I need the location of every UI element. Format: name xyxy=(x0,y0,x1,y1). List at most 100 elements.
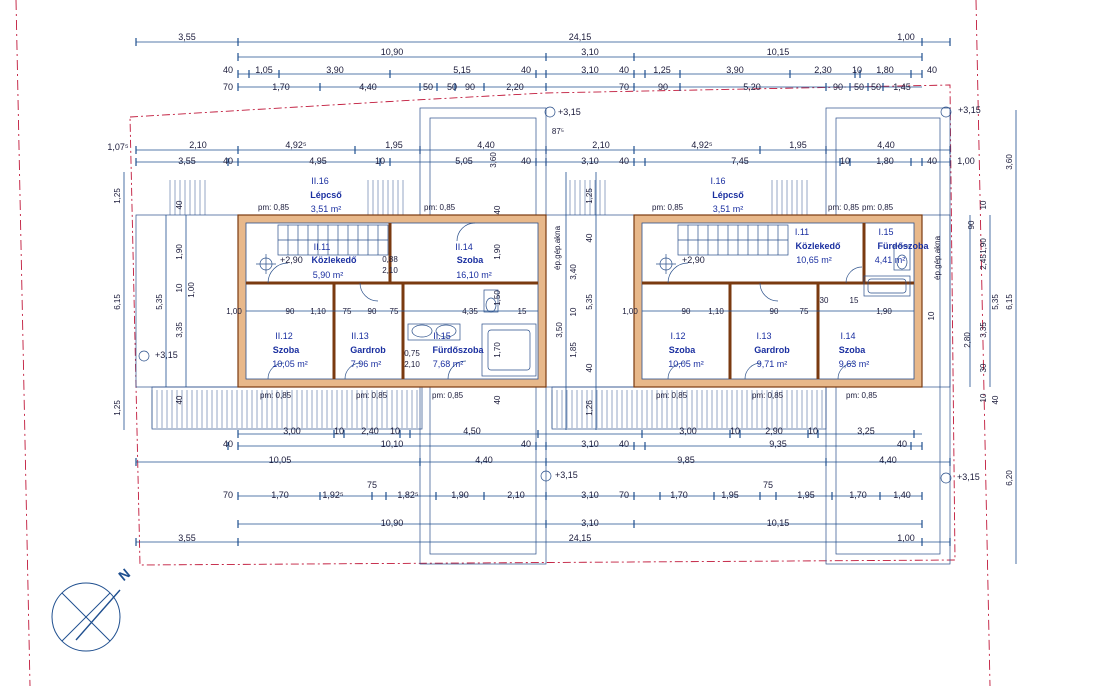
room-num: I.16 xyxy=(710,176,725,186)
dim-vl: 1,00 xyxy=(187,282,196,298)
dim-inner-r: 1,00 xyxy=(622,307,638,316)
dim-r4-7: 70 xyxy=(619,82,629,92)
dim-vm: 3,50 xyxy=(555,322,564,338)
dim-vm: 1,25 xyxy=(585,188,594,204)
pm-label: pm: 0,85 xyxy=(652,203,684,212)
dim-r6-4: 5,05 xyxy=(455,156,473,166)
dim-r3-2: 3,90 xyxy=(326,65,344,75)
dim-r3-8: 3,90 xyxy=(726,65,744,75)
dim-r6-10: 1,80 xyxy=(876,156,894,166)
right-bath-fixtures xyxy=(863,245,911,297)
dim-vm: 1,70 xyxy=(493,342,502,358)
dim-r6-8: 7,45 xyxy=(731,156,749,166)
right-unit xyxy=(633,214,923,388)
room-name: Szoba xyxy=(669,345,696,355)
dim-vl: 40 xyxy=(175,395,184,404)
dim-vl: 40 xyxy=(175,200,184,209)
dim-r1-2: 1,00 xyxy=(897,32,915,42)
room-area: 7,96 m² xyxy=(351,359,382,369)
dim-vm: 1,26 xyxy=(585,400,594,416)
dim-inner-r: 90 xyxy=(770,307,779,316)
dim-b1-6: 10 xyxy=(730,426,740,436)
dim-vl: 10 xyxy=(175,283,184,292)
room-area: 7,68 m² xyxy=(433,359,464,369)
room-labels-left: II.16 Lépcső 3,51 m² II.11 Közlekedő 5,9… xyxy=(272,176,492,369)
pm-label: pm: 0,85 xyxy=(752,391,784,400)
dim-vm: 40 xyxy=(493,205,502,214)
room-num: II.12 xyxy=(275,331,293,341)
dim-vm: 40 xyxy=(585,233,594,242)
room-name: Szoba xyxy=(457,255,484,265)
level-bottom-mid: +3,15 xyxy=(555,470,578,480)
room-area: 10,05 m² xyxy=(668,359,704,369)
pm-label: pm: 0,85 xyxy=(424,203,456,212)
dim-vl: 1,25 xyxy=(113,188,122,204)
dim-b4-7: 3,10 xyxy=(581,490,599,500)
dim-b1-9: 3,25 xyxy=(857,426,875,436)
room-area: 10,05 m² xyxy=(272,359,308,369)
room-num: I.11 xyxy=(795,227,809,237)
dim-r5-1: 2,10 xyxy=(189,140,207,150)
dim-vr: 3,35 xyxy=(979,322,988,338)
dim-r6-9: 10 xyxy=(840,156,850,166)
dim-b3-1: 4,40 xyxy=(475,455,493,465)
dim-r6-11: 40 xyxy=(927,156,937,166)
dim-r5-2: 4,92⁵ xyxy=(285,140,307,150)
dim-inner-l: 90 xyxy=(368,307,377,316)
room-labels-right: I.16 Lépcső 3,51 m² I.11 Közlekedő 10,65… xyxy=(668,176,929,369)
dim-vm: 5,35 xyxy=(585,294,594,310)
dim-b2-5: 9,35 xyxy=(769,439,787,449)
dim-inner-r: 30 xyxy=(820,296,829,305)
room-area: 4,41 m² xyxy=(875,255,906,265)
dim-r4-13: 1,45 xyxy=(893,82,911,92)
property-line-right xyxy=(975,0,991,686)
dim-vr: 40 xyxy=(991,395,1000,404)
dim-inner-r: 1,90 xyxy=(876,307,892,316)
room-num: II.13 xyxy=(351,331,369,341)
level-floor-left: +2,90 xyxy=(280,255,303,265)
room-name: Fürdőszoba xyxy=(878,241,930,251)
dim-b1-8: 10 xyxy=(808,426,818,436)
dim-r3-10: 10 xyxy=(852,65,862,75)
dim-vl: 1,90 xyxy=(175,244,184,260)
dim-vm: 1,50 xyxy=(493,290,502,306)
dim-b4-8: 70 xyxy=(619,490,629,500)
room-area: 9,71 m² xyxy=(757,359,788,369)
pm-label: pm: 0,85 xyxy=(656,391,688,400)
dim-b1-7: 2,90 xyxy=(765,426,783,436)
dim-r6-5: 40 xyxy=(521,156,531,166)
pm-label: pm: 0,85 xyxy=(432,391,464,400)
dim-b4-4: 1,82⁵ xyxy=(397,490,419,500)
dim-b4-2: 1,92⁵ xyxy=(322,490,344,500)
dim-small: 0,75 xyxy=(404,349,420,358)
dim-inner-r: 1,10 xyxy=(708,307,724,316)
vertical-dims-mid: 1,25 40 3,40 5,35 3,50 1,85 10 40 1,26 4… xyxy=(493,172,597,430)
dim-r6-7: 40 xyxy=(619,156,629,166)
dim-r6-3: 10 xyxy=(375,156,385,166)
dim-b2-6: 40 xyxy=(897,439,907,449)
dim-r1-1: 24,15 xyxy=(569,32,592,42)
left-stairs xyxy=(277,224,389,256)
dim-r5-4: 4,40 xyxy=(477,140,495,150)
dim-r4-10: 90 xyxy=(833,82,843,92)
dim-b4-10: 1,95 xyxy=(721,490,739,500)
dim-r3-5: 3,10 xyxy=(581,65,599,75)
dim-r4-5: 90 xyxy=(465,82,475,92)
dim-inner-l: 4,35 xyxy=(462,307,478,316)
dim-vr: 90 xyxy=(967,220,976,229)
dim-inner-l: 1,00 xyxy=(226,307,242,316)
room-num: II.15 xyxy=(433,331,451,341)
dim-r4-3: 50 xyxy=(423,82,433,92)
dim-inner-r: 90 xyxy=(682,307,691,316)
level-top-left: +3,15 xyxy=(558,107,581,117)
dim-b1-3: 10 xyxy=(390,426,400,436)
right-stairs xyxy=(677,224,789,256)
misc-dims: 87⁵ 3,60 0,88 2,10 0,75 2,10 xyxy=(382,127,564,369)
top-dimensions: 3,55 24,15 1,00 10,90 3,10 10,15 40 1,05… xyxy=(107,32,975,166)
dim-inner-l: 75 xyxy=(343,307,352,316)
room-area: 3,51 m² xyxy=(311,204,342,214)
property-line-left xyxy=(15,0,31,686)
room-name: Lépcső xyxy=(310,190,342,200)
dim-r5-3: 1,95 xyxy=(385,140,403,150)
room-area: 5,90 m² xyxy=(313,270,344,280)
